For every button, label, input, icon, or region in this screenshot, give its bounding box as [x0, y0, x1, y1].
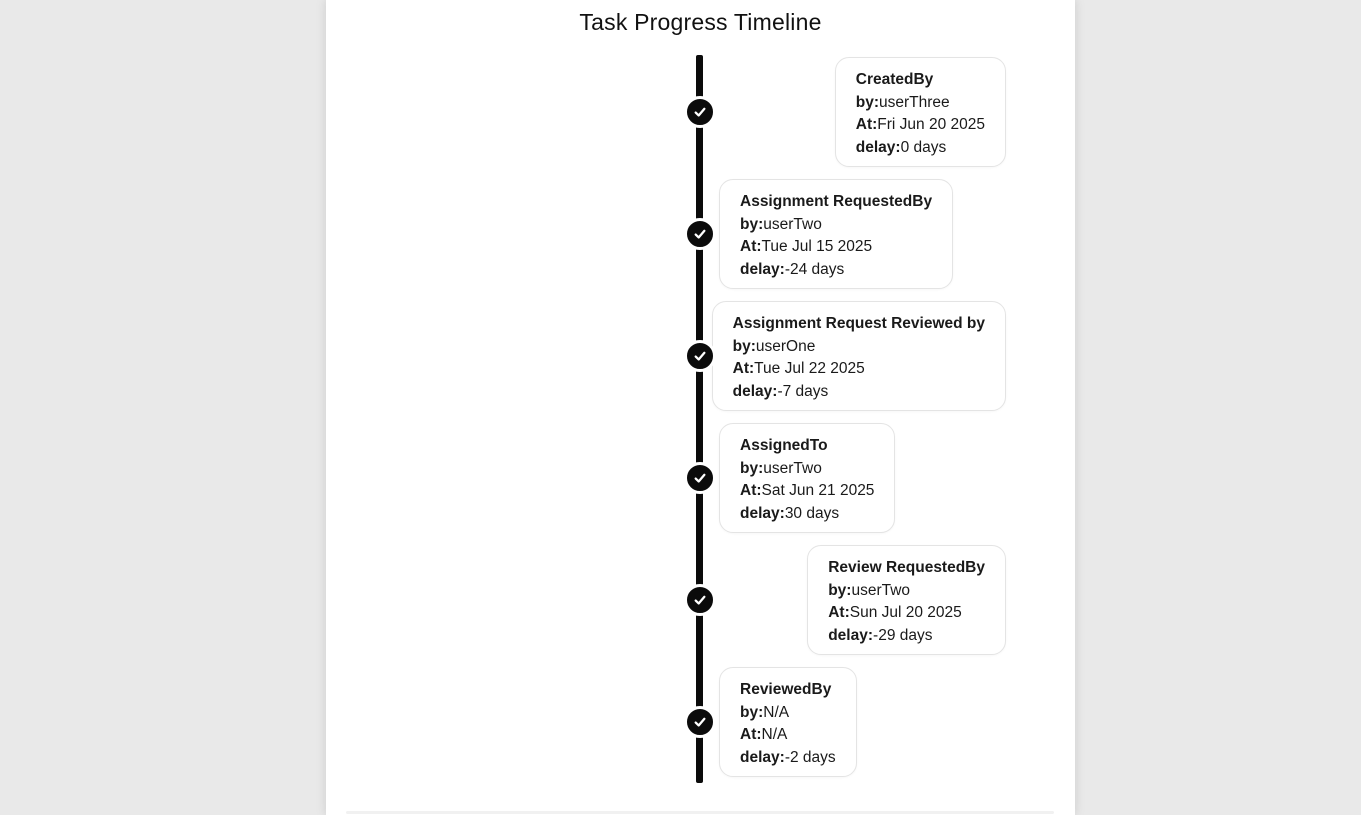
delay-value: 30 days — [784, 504, 840, 522]
check-icon — [694, 229, 706, 239]
event-title: Assignment Request Reviewed by — [732, 315, 985, 332]
event-at-line: At:Fri Jun 20 2025 — [856, 114, 985, 137]
timeline-node — [683, 218, 716, 250]
event-at-line: At:Sun Jul 20 2025 — [828, 602, 985, 625]
at-value: N/A — [761, 726, 788, 744]
event-at-line: At:N/A — [740, 724, 836, 747]
check-icon — [694, 595, 706, 605]
by-value: userOne — [755, 337, 816, 355]
timeline-node — [683, 96, 716, 128]
at-value: Tue Jul 22 2025 — [754, 360, 865, 378]
timeline-node — [683, 706, 716, 738]
timeline-event-card: Review RequestedBy by:userTwo At:Sun Jul… — [807, 545, 1006, 655]
at-label: At: — [828, 604, 850, 622]
event-by-line: by:userTwo — [828, 580, 985, 603]
delay-label: delay: — [828, 626, 874, 644]
delay-value: -29 days — [873, 626, 933, 644]
delay-value: -24 days — [784, 260, 845, 278]
delay-label: delay: — [740, 504, 785, 522]
at-value: Tue Jul 15 2025 — [761, 238, 873, 256]
page-title: Task Progress Timeline — [579, 9, 822, 35]
by-value: userTwo — [851, 581, 911, 599]
timeline-event-card: AssignedTo by:userTwo At:Sat Jun 21 2025… — [719, 423, 896, 533]
event-title: ReviewedBy — [740, 681, 832, 698]
content-panel: Task Progress Timeline CreatedBy by:user… — [326, 0, 1075, 815]
event-delay-line: delay:30 days — [740, 503, 874, 526]
at-value: Sun Jul 20 2025 — [849, 604, 962, 622]
check-icon — [694, 473, 706, 483]
event-by-line: by:userThree — [856, 92, 985, 115]
event-delay-line: delay:-24 days — [740, 259, 932, 282]
event-delay-line: delay:-7 days — [733, 381, 985, 404]
delay-label: delay: — [740, 260, 785, 278]
bottom-divider — [346, 811, 1054, 814]
by-label: by: — [740, 459, 764, 477]
timeline-node — [683, 340, 716, 372]
event-delay-line: delay:-2 days — [740, 747, 836, 770]
at-value: Sat Jun 21 2025 — [761, 482, 875, 500]
delay-value: 0 days — [900, 138, 947, 156]
by-label: by: — [732, 337, 756, 355]
check-icon — [694, 717, 706, 727]
timeline-event-card: ReviewedBy by:N/A At:N/A delay:-2 days — [719, 667, 857, 777]
event-delay-line: delay:0 days — [856, 137, 985, 160]
check-icon — [694, 351, 706, 361]
event-title: CreatedBy — [855, 71, 934, 88]
delay-label: delay: — [740, 748, 785, 766]
by-label: by: — [828, 581, 852, 599]
timeline-event-card: Assignment Request Reviewed by by:userOn… — [711, 301, 1006, 411]
event-by-line: by:N/A — [740, 702, 836, 725]
by-value: N/A — [763, 703, 790, 721]
at-label: At: — [740, 238, 762, 256]
event-by-line: by:userTwo — [740, 458, 874, 481]
event-title: Assignment RequestedBy — [740, 193, 933, 210]
event-title: Review RequestedBy — [828, 559, 985, 576]
timeline-event-card: CreatedBy by:userThree At:Fri Jun 20 202… — [834, 57, 1006, 167]
event-delay-line: delay:-29 days — [828, 625, 985, 648]
at-label: At: — [732, 360, 755, 378]
timeline-event-card: Assignment RequestedBy by:userTwo At:Tue… — [719, 179, 954, 289]
delay-label: delay: — [855, 138, 901, 156]
at-label: At: — [855, 116, 878, 134]
event-at-line: At:Tue Jul 15 2025 — [740, 236, 932, 259]
by-value: userThree — [879, 93, 950, 111]
event-at-line: At:Sat Jun 21 2025 — [740, 480, 874, 503]
by-label: by: — [740, 703, 764, 721]
by-value: userTwo — [763, 459, 822, 477]
event-by-line: by:userTwo — [740, 214, 932, 237]
delay-value: -2 days — [784, 748, 836, 766]
delay-value: -7 days — [777, 382, 829, 400]
event-by-line: by:userOne — [733, 336, 985, 359]
event-title: AssignedTo — [740, 437, 828, 454]
by-label: by: — [740, 215, 764, 233]
by-label: by: — [855, 93, 879, 111]
timeline-line — [696, 55, 703, 783]
at-label: At: — [740, 726, 762, 744]
check-icon — [694, 107, 706, 117]
at-value: Fri Jun 20 2025 — [877, 116, 985, 134]
timeline-node — [683, 462, 716, 494]
event-at-line: At:Tue Jul 22 2025 — [733, 358, 985, 381]
timeline-node — [683, 584, 716, 616]
by-value: userTwo — [763, 215, 822, 233]
at-label: At: — [740, 482, 762, 500]
delay-label: delay: — [732, 382, 778, 400]
